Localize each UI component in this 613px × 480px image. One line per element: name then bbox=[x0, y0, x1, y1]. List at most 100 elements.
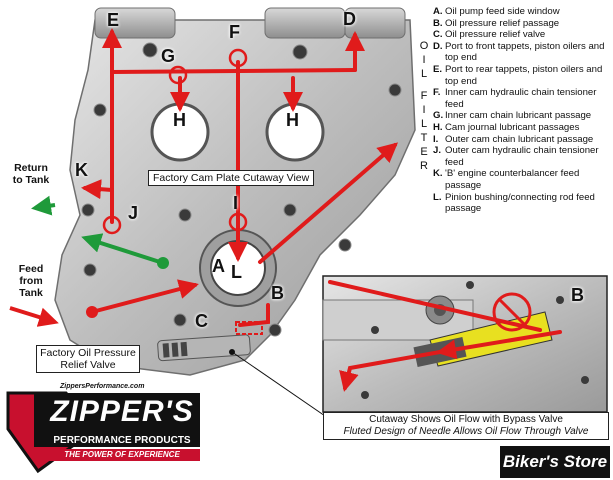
oil-filter-letter: L bbox=[420, 118, 428, 130]
brand-url: ZippersPerformance.com bbox=[60, 383, 145, 390]
legend-item: C.Oil pressure relief valve bbox=[433, 29, 609, 41]
legend-item: D.Port to front tappets, piston oilers a… bbox=[433, 41, 609, 64]
callout-b: B bbox=[271, 283, 284, 303]
callout-i: I bbox=[233, 193, 239, 213]
legend-item: F. Inner cam hydraulic chain tensioner fe… bbox=[433, 87, 609, 110]
title-label: Factory Cam Plate Cutaway View bbox=[148, 170, 315, 186]
oil-filter-letter: R bbox=[420, 160, 428, 172]
callout-h-left: H bbox=[173, 110, 186, 130]
legend-item: E.Port to rear tappets, piston oilers an… bbox=[433, 64, 609, 87]
flow-line-b bbox=[238, 303, 270, 327]
legend-item: G.Inner cam chain lubricant passage bbox=[433, 110, 609, 122]
return-to-tank-arrow bbox=[31, 195, 56, 216]
feed-origin-dot bbox=[86, 306, 98, 318]
relief-valve-label: Factory Oil Pressure Relief Valve bbox=[36, 345, 140, 373]
brand-tagline: THE POWER OF EXPERIENCE bbox=[64, 450, 180, 459]
legend-text: Inner cam chain lubricant passage bbox=[445, 110, 592, 122]
callout-g: G bbox=[161, 46, 176, 66]
inset-caption-line1: Cutaway Shows Oil Flow with Bypass Valve bbox=[369, 414, 563, 425]
legend-text: Outer cam chain lubricant passage bbox=[445, 133, 594, 145]
zippers-logo: ZippersPerformance.com ZIPPER'S PERFORMA… bbox=[4, 383, 204, 475]
oil-filter-letter bbox=[418, 82, 430, 90]
legend-text: Oil pressure relief passage bbox=[445, 17, 560, 29]
callout-c: C bbox=[195, 311, 208, 331]
brand-name: ZIPPER'S bbox=[50, 395, 194, 428]
legend-key: F. bbox=[433, 87, 441, 99]
legend-item: J.Outer cam hydraulic chain tensioner fe… bbox=[433, 145, 609, 168]
marker-circle-j bbox=[102, 215, 122, 235]
legend-text: 'B' engine counterbalancer feed passage bbox=[445, 168, 580, 191]
inset-cutaway bbox=[322, 275, 608, 413]
legend-key: C. bbox=[433, 29, 443, 41]
oil-filter-letter: E bbox=[420, 146, 428, 158]
feed-from-tank-arrow bbox=[9, 306, 59, 327]
oil-filter-letter: O bbox=[419, 40, 429, 52]
top-boss-right bbox=[344, 7, 406, 39]
callout-b-inset: B bbox=[571, 285, 584, 305]
legend-item: H.Cam journal lubricant passages bbox=[433, 122, 609, 134]
legend-item: I. Outer cam chain lubricant passage bbox=[433, 134, 609, 146]
legend-text: Cam journal lubricant passages bbox=[445, 121, 580, 133]
legend-item: K.'B' engine counterbalancer feed passag… bbox=[433, 168, 609, 191]
legend-key: A. bbox=[433, 6, 443, 17]
callout-e: E bbox=[107, 10, 120, 30]
legend-key: J. bbox=[433, 145, 442, 157]
legend-key: L. bbox=[433, 191, 442, 203]
store-badge: Biker's Store bbox=[500, 446, 610, 478]
legend-text: Port to front tappets, piston oilers and… bbox=[445, 40, 605, 64]
return-to-tank-label: Return to Tank bbox=[12, 162, 50, 186]
return-origin-dot bbox=[157, 257, 169, 269]
inset-leader bbox=[231, 351, 329, 419]
flow-line-top bbox=[110, 68, 357, 74]
relief-outlet bbox=[235, 321, 263, 335]
legend-item: L.Pinion bushing/connecting rod feed pas… bbox=[433, 192, 609, 215]
marker-circle-i bbox=[228, 212, 248, 232]
inset-marker-circle bbox=[492, 292, 532, 332]
callout-l: L bbox=[231, 262, 242, 282]
legend-text: Oil pump feed side window bbox=[445, 6, 560, 17]
oil-filter-letter: L bbox=[420, 68, 428, 80]
legend-item: B.Oil pressure relief passage bbox=[433, 18, 609, 30]
callout-d: D bbox=[343, 9, 356, 29]
brand-sub: PERFORMANCE PRODUCTS bbox=[53, 435, 191, 446]
legend-key: G. bbox=[433, 110, 444, 122]
marker-circle-f bbox=[228, 48, 248, 68]
callout-k: K bbox=[75, 160, 88, 180]
legend-text: Pinion bushing/connecting rod feed passa… bbox=[445, 191, 595, 215]
feed-from-tank-label: Feed from Tank bbox=[18, 263, 44, 299]
zippers-logo-graphic bbox=[6, 391, 200, 474]
marker-circle-g bbox=[168, 65, 188, 85]
inset-flow-needle bbox=[436, 330, 562, 360]
callout-j: J bbox=[128, 203, 139, 223]
return-flow-line bbox=[81, 233, 164, 265]
oil-filter-letter: I bbox=[422, 104, 426, 116]
cam-plate-body bbox=[54, 19, 416, 376]
legend-text: Outer cam hydraulic chain tensioner feed bbox=[445, 145, 599, 168]
oil-filter-letter: F bbox=[420, 90, 428, 102]
callout-f: F bbox=[229, 22, 240, 42]
legend-key: I. bbox=[433, 133, 439, 145]
legend-key: B. bbox=[433, 17, 443, 29]
inset-caption-line2: Fluted Design of Needle Allows Oil Flow … bbox=[343, 426, 589, 437]
legend-text: Oil pressure relief valve bbox=[445, 29, 546, 41]
inset-caption: Cutaway Shows Oil Flow with Bypass Valve… bbox=[323, 412, 609, 440]
flow-line-k bbox=[81, 179, 114, 200]
legend-key: K. bbox=[433, 168, 443, 180]
oil-filter-letter: T bbox=[420, 132, 428, 144]
legend-text: Inner cam hydraulic chain tensioner feed bbox=[445, 87, 597, 110]
legend-item: A.Oil pump feed side window bbox=[433, 6, 609, 18]
callout-h-right: H bbox=[286, 110, 299, 130]
legend-key: E. bbox=[433, 63, 443, 75]
legend-key: D. bbox=[433, 40, 443, 52]
relief-valve-body bbox=[157, 334, 251, 362]
inset-flow-exit bbox=[339, 350, 442, 392]
legend-text: Port to rear tappets, piston oilers and … bbox=[445, 63, 603, 87]
top-boss-mid bbox=[264, 7, 346, 39]
oil-filter-letter: I bbox=[422, 54, 426, 66]
legend-key: H. bbox=[433, 121, 443, 133]
flow-line-filter bbox=[258, 142, 399, 264]
